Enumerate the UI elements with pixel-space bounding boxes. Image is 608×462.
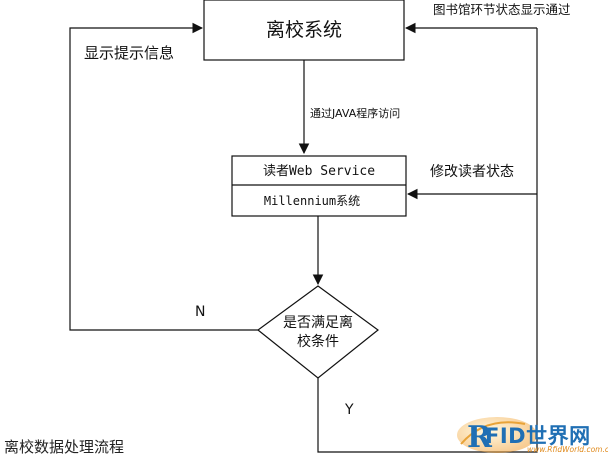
node-millennium-label: Millennium系统 bbox=[264, 194, 360, 208]
edge-modify-status-label: 修改读者状态 bbox=[430, 163, 514, 180]
edge-yes-label: Y bbox=[344, 402, 354, 418]
edge-no-label: N bbox=[195, 304, 205, 320]
rfid-world-logo: R FID世界网 www.RfidWorld.com.cn bbox=[455, 414, 608, 458]
node-reader-web-service-label: 读者Web Service bbox=[263, 164, 375, 179]
rfid-logo-brand: FID世界网 bbox=[485, 424, 591, 448]
node-reader-service-box bbox=[231, 155, 407, 217]
edge-no-loop-arrow bbox=[69, 22, 258, 331]
rfid-logo-graphic: R bbox=[457, 417, 537, 455]
node-leaving-system bbox=[203, 0, 405, 61]
node-decision-diamond bbox=[257, 285, 379, 379]
node-leaving-system-label: 离校系统 bbox=[266, 19, 342, 41]
edge-yes-path bbox=[317, 28, 538, 453]
figure-caption: 离校数据处理流程 bbox=[4, 438, 125, 456]
svg-text:R: R bbox=[467, 420, 493, 455]
edge-java-label: 通过JAVA程序访问 bbox=[310, 106, 400, 120]
rfid-logo-site: www.RfidWorld.com.cn bbox=[527, 445, 608, 454]
edge-library-pass-label: 图书馆环节状态显示通过 bbox=[433, 2, 571, 17]
node-decision-label-line1: 是否满足离 bbox=[283, 314, 353, 331]
edge-prompt-label: 显示提示信息 bbox=[84, 44, 174, 62]
node-decision-label-line2: 校条件 bbox=[297, 333, 339, 350]
